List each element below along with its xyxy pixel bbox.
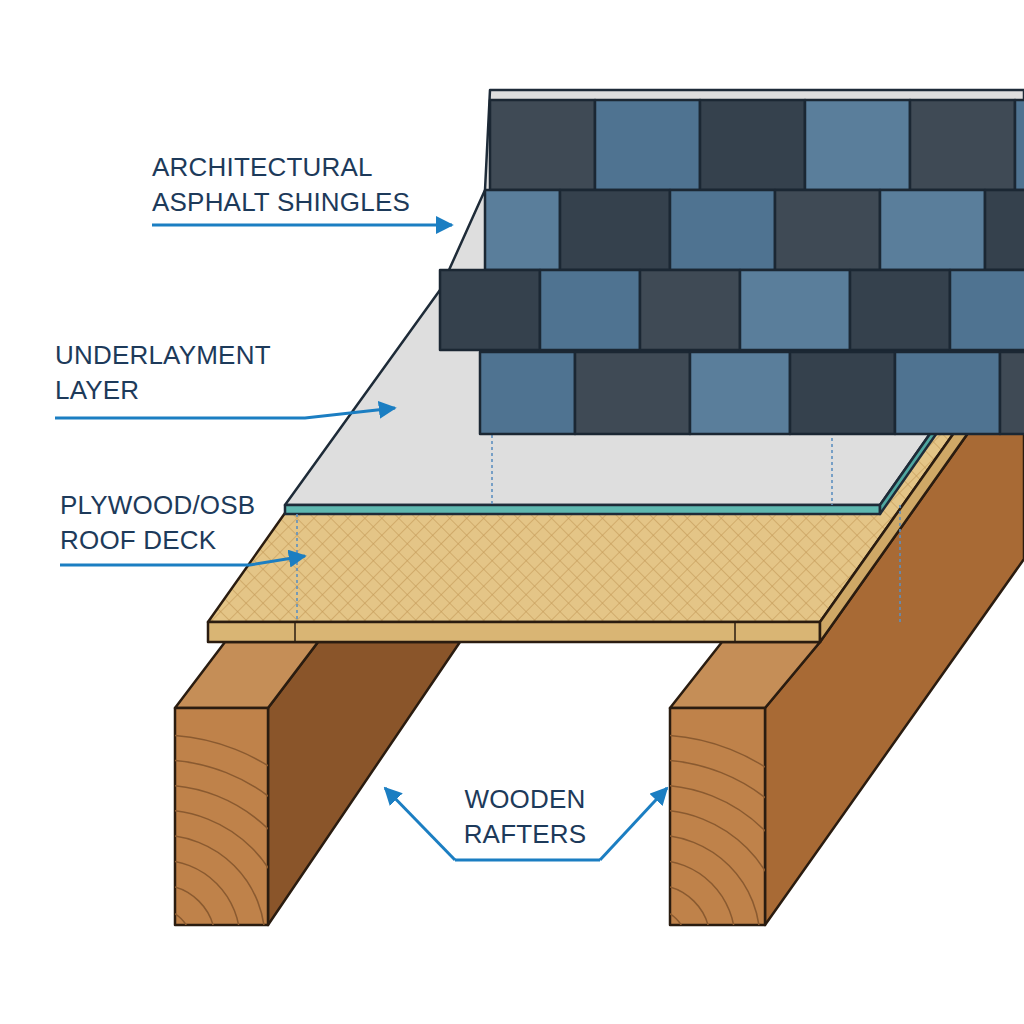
leader-arrow [455,859,600,862]
wood-grain [670,735,765,925]
leader-arrow [60,556,305,565]
shingle [775,190,880,270]
underlayment-sheet [285,90,1024,505]
underlayment-edge [285,505,880,514]
leader-arrow [55,408,395,418]
shingle [540,270,640,350]
deck-edge [208,622,820,642]
shingle [895,352,1000,434]
shingle [850,270,950,350]
leader-arrow [385,788,455,860]
wood-grain [670,860,735,925]
wood-grain [175,810,268,925]
wood-grain [670,785,765,925]
wood-grain [175,785,268,925]
shingle [950,270,1024,350]
rafter-top [175,642,318,708]
wood-grain [670,910,685,925]
wood-grain [175,760,268,925]
leader-arrow [152,224,452,227]
shingle [690,352,790,434]
seam-line [296,514,298,622]
shingles [440,100,1024,434]
shingle [1015,100,1024,190]
part-label: WOODEN RAFTERS [450,782,600,852]
wood-grain [175,860,240,925]
shingle [440,270,540,350]
leader-arrow [600,788,667,860]
shingle [985,190,1024,270]
rafter-top [670,642,820,708]
leader-arrows [55,225,667,860]
rafter-end [670,708,765,925]
shingle [880,190,985,270]
wood-grain [175,910,190,925]
shingle [575,352,690,434]
wood-grain [670,735,765,925]
rafter-side [268,642,460,925]
seam-line [899,505,901,622]
part-label: PLYWOOD/OSB ROOF DECK [60,488,322,558]
shingle [595,100,700,190]
shingle [910,100,1015,190]
panel-seam [294,622,296,642]
shingle [740,270,850,350]
wood-grain [175,735,268,925]
panel-seam [734,622,736,642]
shingle-texture [430,95,1024,440]
shingle [670,190,775,270]
part-label: ARCHITECTURAL ASPHALT SHINGLES [152,150,452,220]
wood-grain [670,885,710,925]
shingle [485,190,560,270]
wood-grain [670,760,765,925]
wood-grain [175,735,268,925]
shingle [790,352,895,434]
wood-grain [175,885,215,925]
shingle [480,352,575,434]
shingle [805,100,910,190]
shingle [640,270,740,350]
underlayment [285,90,1024,514]
wood-grain [670,810,765,925]
shingle [1000,352,1024,434]
shingle [490,100,595,190]
shingle [700,100,805,190]
seam-line [491,435,493,505]
shingle [560,190,670,270]
part-label: UNDERLAYMENT LAYER [55,338,295,408]
